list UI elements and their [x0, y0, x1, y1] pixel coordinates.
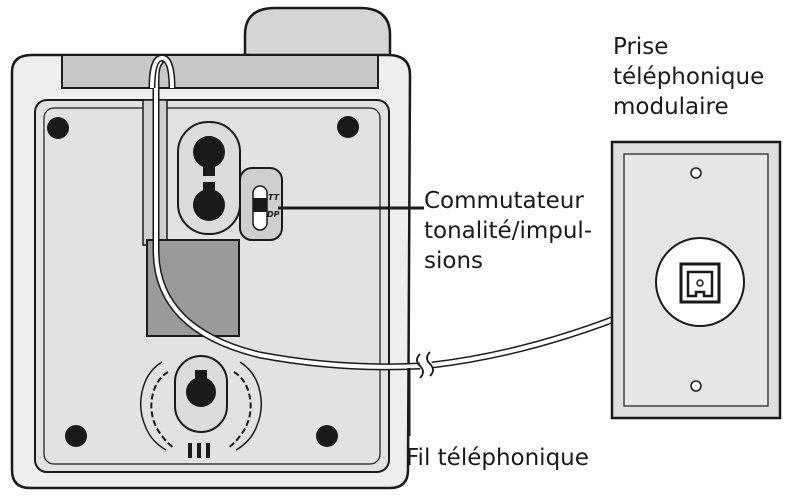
label-tone-pulse-switch: Commutateur tonalité/impul- sions: [424, 186, 592, 276]
vent-2: [197, 443, 201, 458]
ratchet-right: [227, 371, 252, 449]
foot-bottom-right: [316, 425, 338, 447]
wall-plate-screw-top: [690, 167, 702, 179]
switch-label-top: TT: [268, 193, 280, 202]
keyhole-upper-1-stem: [203, 160, 215, 176]
bottom-panel-inner: [43, 107, 381, 465]
keyhole-lower-head: [186, 377, 216, 407]
label-wall-jack-line-3: modulaire: [613, 94, 729, 120]
label-telephone-cord: Fil téléphonique: [406, 443, 589, 473]
label-switch-line-2: tonalité/impul-: [424, 218, 593, 244]
switch-label-bottom: DP: [267, 210, 280, 219]
ratchet-right-outer: [235, 361, 263, 451]
cord-break-mark-1: [416, 353, 424, 379]
cord-top-loop: [150, 55, 174, 89]
plug-end: [696, 279, 704, 287]
label-switch-line-3: sions: [424, 248, 484, 274]
handset: [243, 6, 392, 62]
label-cord-text: Fil téléphonique: [406, 445, 589, 471]
foot-top-right: [337, 116, 359, 138]
vent-3: [206, 443, 210, 458]
label-wall-jack-line-2: téléphonique: [613, 64, 765, 90]
label-wall-jack: Prise téléphonique modulaire: [613, 32, 764, 122]
ratchet-left-outer: [139, 361, 167, 451]
foot-bottom-left: [65, 425, 87, 447]
foot-top-left: [47, 117, 69, 139]
ratchet-left: [150, 371, 175, 449]
wall-plate-screw-bottom: [690, 380, 702, 392]
cord-break-mark-2: [426, 351, 434, 377]
cradle-band: [61, 54, 379, 89]
keyhole-upper-2-stem: [203, 182, 215, 198]
keyhole-lower-stem: [195, 370, 207, 386]
label-wall-jack-line-1: Prise: [613, 34, 669, 60]
keyhole-upper-1-head: [193, 136, 225, 168]
label-switch-line-1: Commutateur: [424, 188, 584, 214]
switch-knob: [253, 198, 267, 212]
vent-1: [188, 443, 192, 458]
keyhole-upper-2-head: [193, 189, 225, 221]
